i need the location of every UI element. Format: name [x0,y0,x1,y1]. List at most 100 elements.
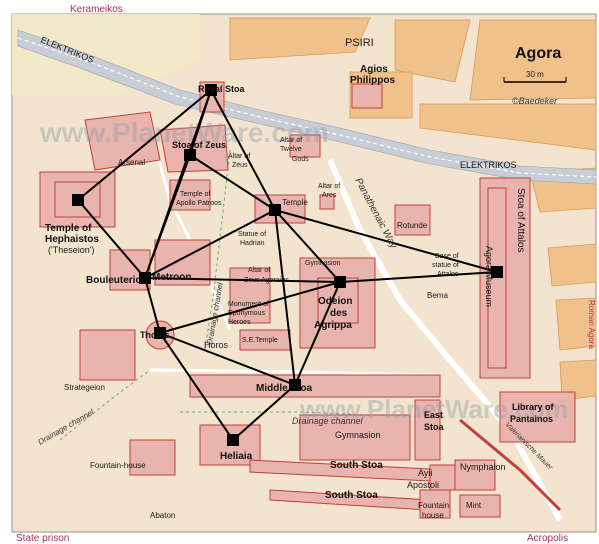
street-psiri: PSIRI [345,37,374,49]
label-fountain-house: Fountain-house [90,461,146,470]
panathenaic-way-path [327,158,563,522]
route-line [77,199,146,279]
city-block [469,19,597,101]
label-eponymous-heroes: Eponymous [228,310,265,317]
heliaia [199,424,261,466]
street-elektrikos-right: ELEKTRIKOS [460,160,517,170]
label-altar-of-zeus: Altar of [228,153,250,160]
mint [459,494,501,518]
library-of-pantainos [499,391,576,443]
map-title: Agora [515,45,561,62]
label-odeion: Odeion [318,296,352,307]
label-temple-hephaistos: Hephaistos [45,234,99,245]
node-heliaia[interactable] [227,434,239,446]
node-odeion[interactable] [334,276,346,288]
city-block [229,17,371,61]
watermark: www.PlanetWare.com [299,394,568,424]
nymphaion [454,459,496,491]
label-library-pantainos: Pantainos [510,414,553,424]
city-block [394,19,471,83]
stoa-of-attalos-inner [487,187,507,369]
city-block [555,297,597,351]
label-odeion: des [330,308,348,319]
node-agora-museum[interactable] [491,266,503,278]
label-statue-hadrian: Statue of [238,231,266,238]
label-altar-of-ares: Altar of [318,183,340,190]
ayii-apostoli [429,464,456,491]
label-heliaia: Heliaia [220,451,253,462]
agios-philippos-church [351,83,383,109]
city-block [559,359,597,401]
node-stoa-of-zeus[interactable] [184,149,196,161]
label-agios-philippos: Agios [360,64,388,75]
label-fountain-house-2: Fountain [418,501,449,510]
arsenal [84,111,161,171]
route-nodes [72,84,503,446]
label-arsenal: Arsenal [118,158,145,167]
city-blocks [229,17,597,401]
route-line [232,384,296,441]
route-network [77,89,498,441]
route-line [210,89,276,211]
middle-stoa [189,374,441,398]
label-stoa-of-attalos: Stoa of Attalos [515,188,526,253]
drainage-channel [180,411,441,419]
label-altar-twelve-gods: Twelve [280,146,302,153]
label-temple-ares: Temple [282,198,308,207]
rotunde [394,204,431,236]
route-line [294,281,341,386]
route-line [77,89,212,201]
label-bouleuterion: Bouleuterion [86,275,148,286]
label-altar-zeus-agoraios: Altar of [248,267,270,274]
watermark: www.PlanetWare.com [39,117,329,148]
node-middle-stoa[interactable] [289,379,301,391]
fountain-house [129,439,176,476]
place-labels: Agios Philippos Royal Stoa Stoa of Zeus … [37,64,555,520]
label-horos: Horos [204,340,229,350]
label-agora-museum: Agora Museum [484,246,494,307]
city-block [419,103,597,151]
label-altar-of-zeus: Zeus [232,162,248,169]
label-base-statue-attalos: Base of [435,253,459,260]
label-altar-twelve-gods: Altar of [280,137,302,144]
label-acropolis[interactable]: Acropolis [527,533,568,544]
label-roman-agora[interactable]: Roman Agora [587,300,596,349]
node-hephaistos[interactable] [72,194,84,206]
route-line [144,277,161,334]
label-stoa-of-zeus: Stoa of Zeus [172,140,226,150]
label-fountain-house-2: house [422,511,444,520]
route-line [339,271,498,283]
altar-of-ares [319,194,335,210]
label-drainage-mid: Drainage channel [292,416,364,426]
route-line [144,277,341,283]
label-middle-stoa: Middle Stoa [256,383,313,394]
label-agios-philippos: Philippos [350,75,395,86]
label-altar-zeus-agoraios: Zeus Agoraios [244,277,289,284]
node-tholos[interactable] [154,327,166,339]
node-bouleuterion[interactable] [139,272,151,284]
route-line [159,332,234,441]
path [148,129,232,331]
label-nymphaion: Nymphaion [460,462,506,472]
node-temple-ares[interactable] [269,204,281,216]
monument-eponymous-heroes [229,267,271,324]
label-temple-apollo: Temple of [180,191,210,198]
label-state-prison[interactable]: State prison [16,533,69,544]
odeion-of-agrippa [299,257,376,349]
elektrikos-railway [17,29,597,185]
label-rotunde: Rotunde [397,221,428,230]
copyright: ©Baedeker [512,96,558,106]
label-temple-hephaistos: Temple of [45,223,92,234]
strategeion [79,329,136,381]
label-east-stoa: East [424,410,443,420]
label-kerameikos[interactable]: Kerameikos [70,4,123,15]
route-line [159,332,296,386]
label-eponymous-heroes: Monument of [228,301,269,308]
park-area [12,14,200,95]
label-metroon: Metroon [152,272,191,283]
label-altar-of-ares: Ares [322,192,337,199]
node-royal-stoa[interactable] [205,84,217,96]
label-ayii-apostoli: Ayii [418,468,432,478]
label-bema: Bema [427,291,448,300]
